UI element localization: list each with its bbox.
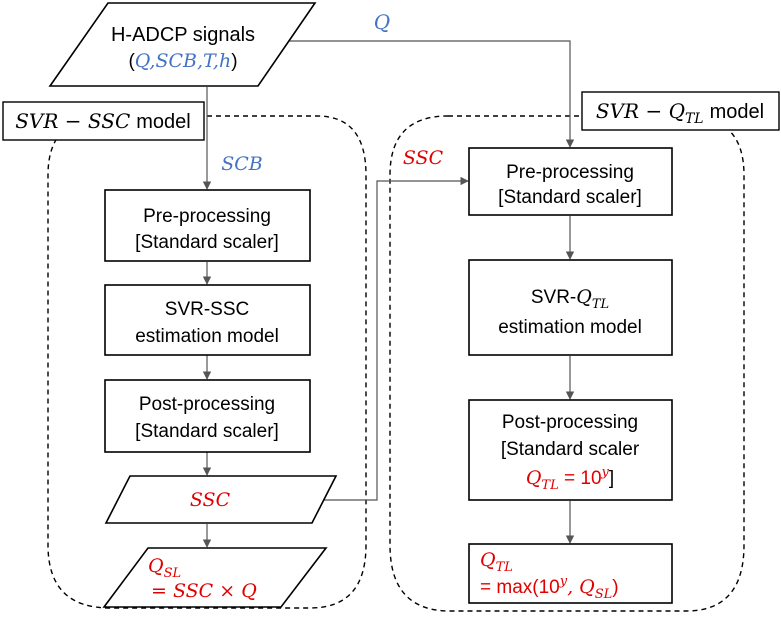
ssc-svr-line2: estimation model [135, 326, 279, 347]
ssc-output-parallelogram [104, 475, 338, 524]
ssc-model-container [47, 115, 367, 609]
input-signals-parallelogram [48, 2, 317, 87]
qtl-preprocessing-box [468, 147, 673, 216]
qtl-final-box [468, 543, 673, 604]
qtl-postprocessing-line2: [Standard scaler [501, 439, 640, 460]
q-flow-label: Q [374, 10, 390, 34]
input-variables: (Q,SCB,T,h) [128, 50, 237, 72]
ssc-preprocessing-line2: [Standard scaler] [135, 232, 279, 253]
ssc-preprocessing-box [104, 189, 311, 262]
ssc-postprocessing-box [104, 379, 311, 453]
qtl-preprocessing-line1: Pre-processing [506, 162, 634, 183]
input-title: H-ADCP signals [111, 24, 255, 46]
ssc-flow-label: SSC [403, 147, 444, 169]
qsl-output-name: QSL [148, 555, 181, 581]
scb-flow-label: SCB [221, 153, 263, 175]
qsl-output-parallelogram [102, 547, 328, 608]
connector-ssc-to-qtl-preproc [312, 176, 469, 501]
ssc-postprocessing-line1: Post-processing [139, 394, 275, 415]
ssc-output-label: SSC [190, 489, 231, 511]
qsl-output-formula: = SSC × Q [151, 580, 257, 602]
qtl-postprocessing-formula: QTL = 10y] [526, 465, 614, 493]
qtl-svr-line2: estimation model [498, 317, 642, 338]
ssc-model-label-box [2, 101, 205, 141]
ssc-preprocessing-line1: Pre-processing [143, 206, 271, 227]
qtl-postprocessing-box [468, 399, 673, 501]
qtl-postprocessing-line1: Post-processing [502, 412, 638, 433]
ssc-svr-model-box [104, 284, 311, 356]
qtl-model-container [389, 115, 745, 612]
qtl-final-formula: = max(10y, QSL) [480, 574, 619, 602]
ssc-svr-line1: SVR-SSC [165, 299, 249, 320]
qtl-final-name: QTL [480, 549, 513, 575]
qtl-svr-line1: SVR-QTL [531, 286, 609, 312]
qtl-model-label-box [581, 91, 780, 131]
qtl-svr-model-box [468, 259, 673, 356]
qtl-preprocessing-line2: [Standard scaler] [498, 187, 642, 208]
connector-q-to-qtl-preproc [278, 40, 575, 148]
ssc-postprocessing-line2: [Standard scaler] [135, 421, 279, 442]
